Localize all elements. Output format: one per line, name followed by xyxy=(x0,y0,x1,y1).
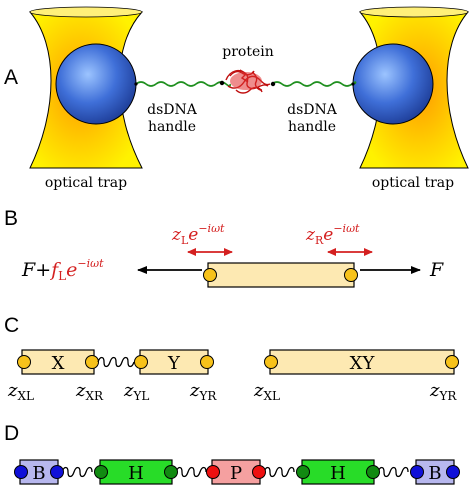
left-dna-handle xyxy=(135,81,231,87)
segment-xy-box xyxy=(269,349,455,375)
panel-b-letter: B xyxy=(4,207,18,230)
segment-xy-label: XY xyxy=(350,353,376,374)
panel-b: B zLe−iωt zRe−iωt F+fLe−iωt F xyxy=(4,207,444,288)
right-bead-attach-dot xyxy=(351,82,355,86)
segment-b-right-label: B xyxy=(428,463,441,484)
protein-fill xyxy=(230,72,262,90)
x-right-end xyxy=(85,355,99,369)
linker-spring xyxy=(97,356,135,368)
left-trap-label: optical trap xyxy=(45,175,127,191)
p-end-2 xyxy=(252,465,266,479)
spring-4 xyxy=(377,466,409,478)
molecule-box xyxy=(207,262,355,288)
right-trap-top-rim xyxy=(359,6,469,18)
panel-a-letter: A xyxy=(4,66,18,89)
segment-b-left-label: B xyxy=(32,463,45,484)
segment-h-left-label: H xyxy=(128,463,144,484)
panel-c: C X Y XY zXL zXR zYL zYR zXL zYR xyxy=(4,314,459,403)
right-handle-label-line2: handle xyxy=(288,119,336,135)
right-bead xyxy=(352,43,434,125)
left-end-dot xyxy=(203,268,217,282)
right-handle-label-line1: dsDNA xyxy=(287,102,338,118)
panel-d-letter: D xyxy=(4,422,19,445)
label-z-yr-1: zYR xyxy=(189,380,217,403)
p-end-1 xyxy=(206,465,220,479)
left-handle-label-line1: dsDNA xyxy=(147,102,198,118)
left-handle-label-line2: handle xyxy=(148,119,196,135)
segment-x-box xyxy=(21,349,95,375)
b-right-end-2 xyxy=(446,465,460,479)
x-left-end xyxy=(17,355,31,369)
b-right-end-1 xyxy=(410,465,424,479)
protein-label: protein xyxy=(222,44,274,60)
spring-1 xyxy=(61,466,93,478)
left-bead xyxy=(55,43,137,125)
panel-a: A protein dsDNA handle xyxy=(4,6,470,191)
segment-p-label: P xyxy=(230,463,242,484)
spring-2 xyxy=(175,466,207,478)
panel-c-letter: C xyxy=(4,314,19,337)
z-left-annotation: zLe−iωt xyxy=(171,222,225,247)
b-left-end-1 xyxy=(14,465,28,479)
segment-y-label: Y xyxy=(167,353,181,374)
label-z-xl-1: zXL xyxy=(7,380,34,403)
b-left-end-2 xyxy=(50,465,64,479)
h-right-end-1 xyxy=(296,465,310,479)
y-right-end xyxy=(200,355,214,369)
left-bead-attach-dot xyxy=(134,82,138,86)
right-dna-handle xyxy=(271,81,357,87)
h-left-end-1 xyxy=(94,465,108,479)
panel-d: D B H P H B xyxy=(4,422,460,485)
left-attachment-dot xyxy=(219,80,225,86)
label-z-xr: zXR xyxy=(75,380,104,403)
h-left-end-2 xyxy=(164,465,178,479)
label-z-yl: zYL xyxy=(123,380,149,403)
segment-h-right-label: H xyxy=(330,463,346,484)
segment-h-left xyxy=(99,459,173,485)
y-left-end xyxy=(134,355,148,369)
right-force-label: F xyxy=(429,259,444,281)
right-attachment-dot xyxy=(270,81,276,87)
right-end-dot xyxy=(344,268,358,282)
left-force-label: F+fLe−iωt xyxy=(21,257,104,283)
xy-left-end xyxy=(264,355,278,369)
z-right-annotation: zRe−iωt xyxy=(305,222,360,247)
label-z-xl-2: zXL xyxy=(253,380,280,403)
spring-3 xyxy=(263,466,295,478)
segment-x-label: X xyxy=(52,353,65,374)
label-z-yr-2: zYR xyxy=(429,380,457,403)
left-trap-top-rim xyxy=(29,6,143,18)
right-trap-label: optical trap xyxy=(372,175,454,191)
xy-right-end xyxy=(445,355,459,369)
h-right-end-2 xyxy=(366,465,380,479)
